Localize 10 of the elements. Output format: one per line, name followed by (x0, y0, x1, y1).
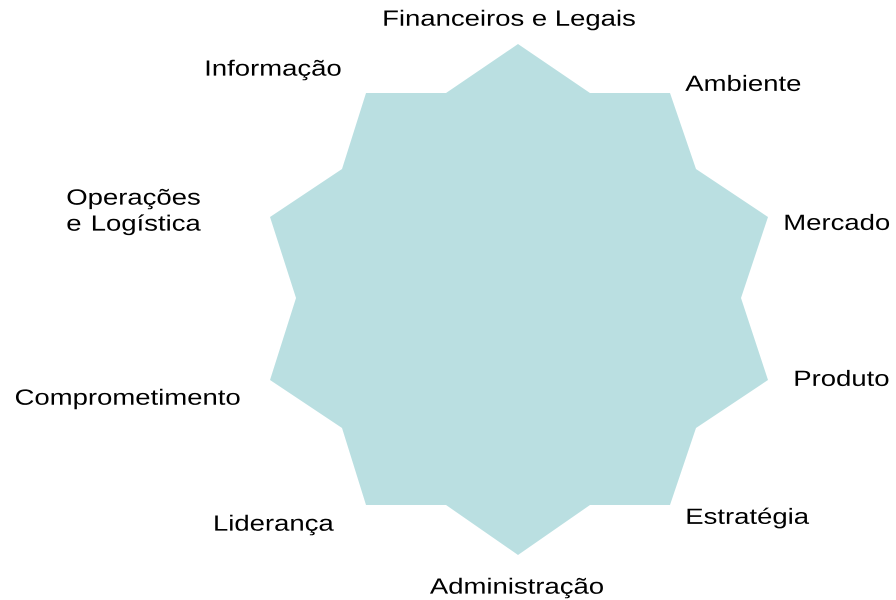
point-label: Estratégia (688, 508, 810, 528)
point-label: Mercado (786, 214, 890, 230)
point-label: Informação (206, 60, 341, 80)
point-label: Liderança (215, 514, 334, 536)
point-label: Comprometimento (16, 388, 240, 410)
point-label: Produto (796, 370, 888, 386)
point-label: Operações e Logística (67, 188, 201, 236)
point-label: Ambiente (685, 74, 800, 92)
point-label: Administração (430, 578, 603, 598)
point-label: Financeiros e Legais (384, 10, 635, 30)
